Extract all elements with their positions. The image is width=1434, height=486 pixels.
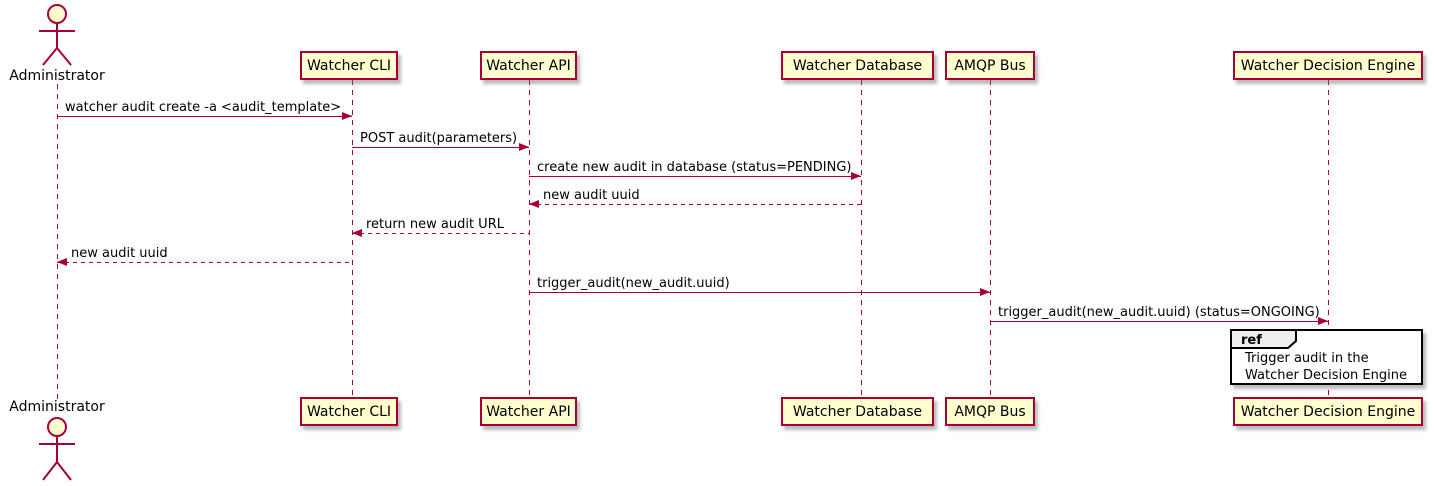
message-trigger-audit-ongoing: trigger_audit(new_audit.uuid) (status=ON… (990, 305, 1328, 325)
message-label: trigger_audit(new_audit.uuid) (status=ON… (998, 305, 1320, 320)
actor-label-top: Administrator (9, 68, 105, 84)
ref-body-line: Watcher Decision Engine (1245, 368, 1407, 383)
arrowhead-right-icon (342, 112, 352, 120)
message-line (352, 147, 529, 148)
message-line (352, 233, 529, 234)
arrowhead-right-icon (1318, 317, 1328, 325)
ref-body-line: Trigger audit in the (1245, 351, 1369, 366)
participant-top-watcher-decision-engine: Watcher Decision Engine (1233, 51, 1423, 80)
participant-bottom-watcher-decision-engine: Watcher Decision Engine (1233, 397, 1423, 426)
message-label: new audit uuid (71, 246, 168, 261)
arrowhead-left-icon (57, 258, 67, 266)
participant-bottom-watcher-database: Watcher Database (781, 397, 934, 426)
lifeline-watcher-decision-engine (1328, 80, 1329, 397)
actor-figure-icon (39, 417, 75, 481)
arrowhead-left-icon (529, 200, 539, 208)
message-line (57, 262, 352, 263)
arrowhead-right-icon (980, 288, 990, 296)
ref-keyword: ref (1241, 333, 1262, 348)
lifeline-administrator (57, 84, 58, 399)
participant-top-watcher-database: Watcher Database (781, 51, 934, 80)
message-label: create new audit in database (status=PEN… (537, 160, 852, 175)
lifeline-watcher-cli (352, 80, 353, 397)
lifeline-watcher-database (861, 80, 862, 397)
message-return-new-audit-url: return new audit URL (352, 217, 529, 237)
message-post-audit: POST audit(parameters) (352, 131, 529, 151)
message-label: trigger_audit(new_audit.uuid) (537, 276, 730, 291)
message-label: watcher audit create -a <audit_template> (65, 100, 342, 115)
arrowhead-left-icon (352, 229, 362, 237)
ref-fragment: ref Trigger audit in the Watcher Decisio… (1230, 329, 1423, 385)
actor-label-bottom: Administrator (9, 399, 105, 415)
message-line (57, 116, 352, 117)
participant-bottom-watcher-cli: Watcher CLI (300, 397, 398, 426)
message-audit-create: watcher audit create -a <audit_template> (57, 100, 352, 120)
participant-top-amqp-bus: AMQP Bus (945, 51, 1035, 80)
arrowhead-right-icon (519, 143, 529, 151)
lifeline-amqp-bus (990, 80, 991, 397)
message-new-audit-uuid-to-api: new audit uuid (529, 188, 861, 208)
ref-body: Trigger audit in the Watcher Decision En… (1245, 350, 1407, 384)
participant-bottom-watcher-api: Watcher API (480, 397, 577, 426)
message-create-audit-in-db: create new audit in database (status=PEN… (529, 160, 861, 180)
lifeline-watcher-api (529, 80, 530, 397)
actor-figure-icon (39, 4, 75, 66)
message-line (529, 292, 990, 293)
message-line (529, 176, 861, 177)
participant-top-watcher-api: Watcher API (480, 51, 577, 80)
participant-bottom-amqp-bus: AMQP Bus (945, 397, 1035, 426)
message-new-audit-uuid-to-admin: new audit uuid (57, 246, 352, 266)
message-line (529, 204, 861, 205)
message-trigger-audit: trigger_audit(new_audit.uuid) (529, 276, 990, 296)
ref-header-pentagon: ref (1230, 329, 1297, 349)
message-line (990, 321, 1328, 322)
message-label: new audit uuid (543, 188, 640, 203)
message-label: POST audit(parameters) (360, 131, 518, 146)
participant-top-watcher-cli: Watcher CLI (300, 51, 398, 80)
arrowhead-right-icon (851, 172, 861, 180)
message-label: return new audit URL (366, 217, 504, 232)
